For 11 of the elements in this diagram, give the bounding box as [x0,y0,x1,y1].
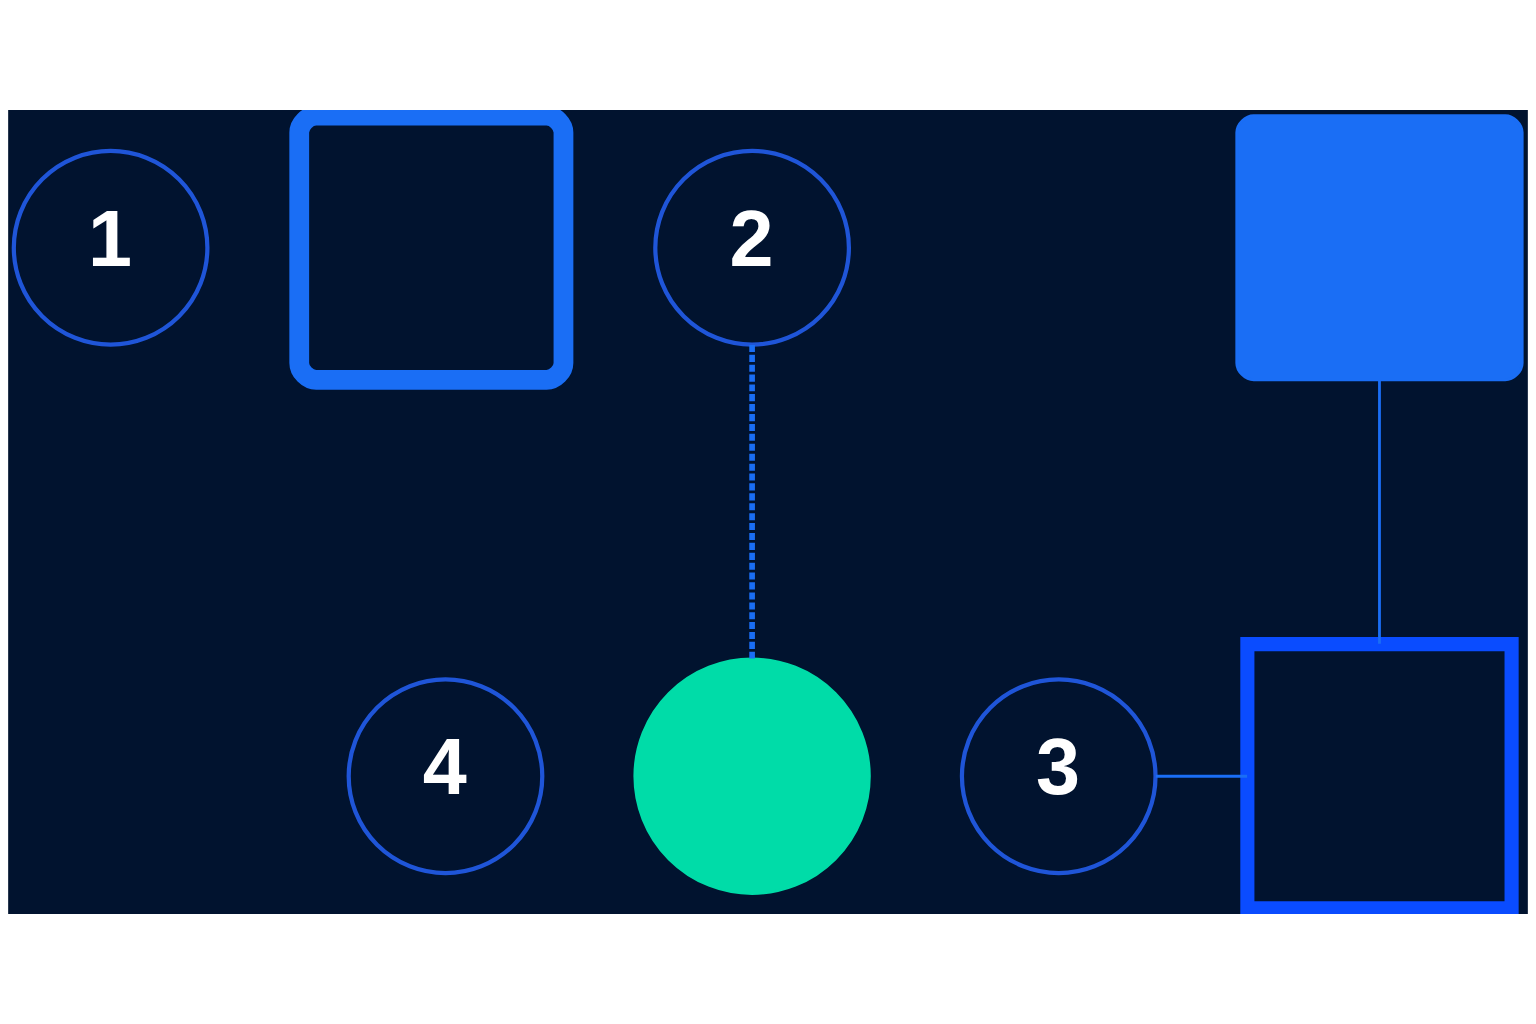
node-box [1235,114,1524,382]
node-circle: 2 [653,148,851,347]
connector [1155,774,1248,778]
connector [1378,380,1381,644]
connector [749,345,755,659]
node-circle: 1 [11,148,210,347]
node-circle: 3 [959,677,1158,876]
node-circle [633,657,871,895]
node-circle: 4 [346,677,545,876]
node-box [1240,637,1519,914]
node-box [289,110,574,390]
